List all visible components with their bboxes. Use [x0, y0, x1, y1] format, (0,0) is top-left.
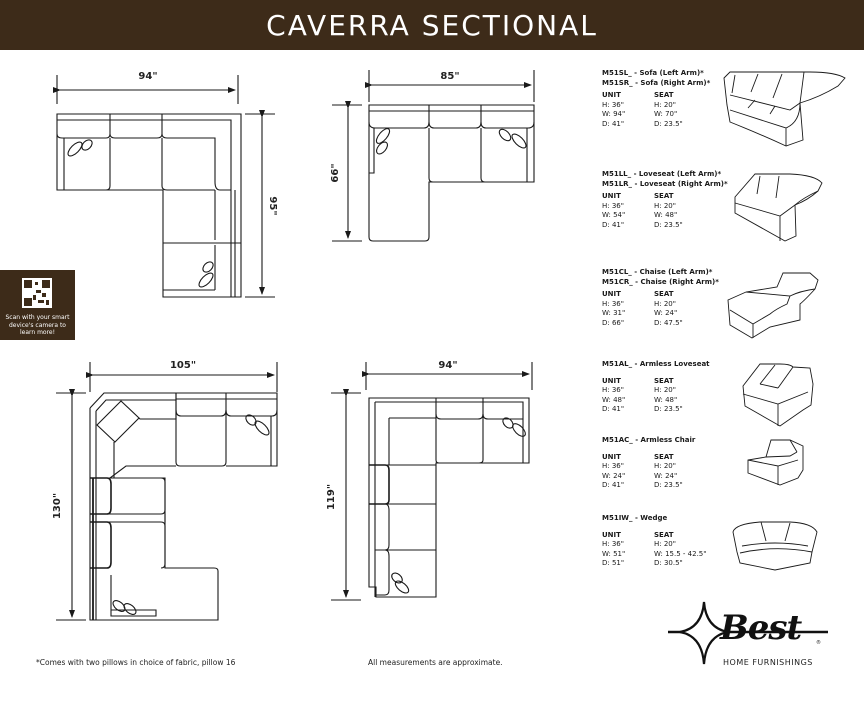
loveseat-sketch	[734, 173, 823, 242]
measurement-note: All measurements are approximate.	[368, 658, 503, 667]
qr-code-panel[interactable]: Scan with your smart device's camera to …	[0, 270, 75, 340]
svg-text:85": 85"	[440, 71, 459, 82]
svg-text:94": 94"	[138, 71, 157, 82]
registered-mark: ®	[816, 640, 821, 646]
layout-1-diagram: 94" 95"	[53, 71, 278, 298]
sofa-sketch	[723, 71, 846, 147]
logo-subtitle: HOME FURNISHINGS	[723, 658, 813, 667]
layout-3-diagram: 105" 130"	[52, 360, 278, 621]
svg-text:66": 66"	[330, 163, 341, 182]
spec-chaise: M51CL_ - Chaise (Left Arm)* M51CR_ - Cha…	[602, 268, 719, 327]
qr-caption: Scan with your smart device's camera to …	[5, 314, 70, 336]
svg-text:130": 130"	[52, 493, 63, 519]
spec-sofa: M51SL_ - Sofa (Left Arm)* M51SR_ - Sofa …	[602, 69, 711, 128]
wedge-sketch	[732, 521, 818, 571]
chaise-sketch	[727, 272, 819, 339]
svg-text:105": 105"	[170, 360, 196, 371]
spec-loveseat: M51LL_ - Loveseat (Left Arm)* M51LR_ - L…	[602, 170, 728, 229]
qr-code-icon[interactable]	[22, 278, 52, 308]
armless-loveseat-sketch	[742, 363, 814, 427]
pillow-note: *Comes with two pillows in choice of fab…	[36, 658, 236, 667]
svg-text:95": 95"	[267, 196, 278, 215]
page-header: CAVERRA SECTIONAL	[0, 0, 864, 50]
page-title: CAVERRA SECTIONAL	[266, 8, 598, 42]
logo-wordmark: Best	[720, 608, 802, 648]
layout-2-diagram: 85" 66"	[330, 70, 535, 242]
best-logo: Best ® HOME FURNISHINGS	[668, 598, 833, 670]
layout-4-diagram: 94" 119"	[326, 360, 533, 601]
svg-text:94": 94"	[438, 360, 457, 371]
armless-chair-sketch	[747, 439, 804, 486]
star-icon	[668, 601, 828, 665]
svg-text:119": 119"	[326, 484, 337, 510]
